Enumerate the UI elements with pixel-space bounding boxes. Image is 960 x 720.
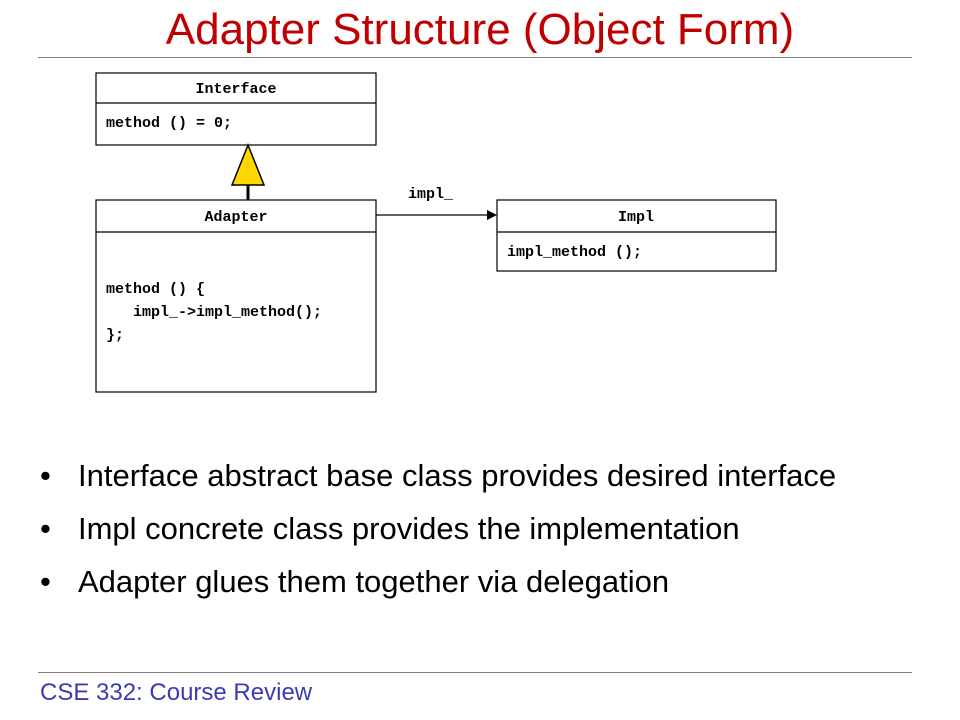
bullet-icon: • <box>40 458 51 493</box>
impl-method: impl_method (); <box>507 244 642 261</box>
association-label: impl_ <box>408 186 454 203</box>
bullet-text: Impl concrete class provides the impleme… <box>78 511 740 546</box>
interface-method: method () = 0; <box>106 115 232 132</box>
bullet-item: • Impl concrete class provides the imple… <box>38 509 898 548</box>
slide-title: Adapter Structure (Object Form) <box>165 5 795 54</box>
impl-class-name: Impl <box>618 209 654 226</box>
adapter-class-box: Adapter method () { impl_->impl_method()… <box>95 199 377 393</box>
uml-class-diagram: Interface method () = 0; Adapter method … <box>95 72 777 393</box>
inheritance-triangle-icon <box>230 142 266 186</box>
adapter-method-line-1: method () { <box>106 281 205 298</box>
bullet-text: Adapter glues them together via delegati… <box>78 564 670 599</box>
adapter-method-line-3: }; <box>106 327 124 344</box>
arrowhead-icon <box>487 210 497 220</box>
adapter-class-name: Adapter <box>204 209 267 226</box>
bullet-icon: • <box>40 564 51 599</box>
bullet-text: Interface abstract base class provides d… <box>78 458 837 493</box>
title-divider <box>38 57 912 58</box>
bullet-list: • Interface abstract base class provides… <box>38 456 898 615</box>
adapter-method-line-2: impl_->impl_method(); <box>106 304 322 321</box>
impl-class-box: Impl impl_method (); <box>496 199 777 272</box>
bullet-item: • Interface abstract base class provides… <box>38 456 898 495</box>
interface-class-name: Interface <box>195 81 276 98</box>
bullet-item: • Adapter glues them together via delega… <box>38 562 898 601</box>
footer-text: CSE 332: Course Review <box>40 679 313 706</box>
footer-divider <box>38 672 912 673</box>
bullet-icon: • <box>40 511 51 546</box>
interface-class-box: Interface method () = 0; <box>95 72 377 146</box>
